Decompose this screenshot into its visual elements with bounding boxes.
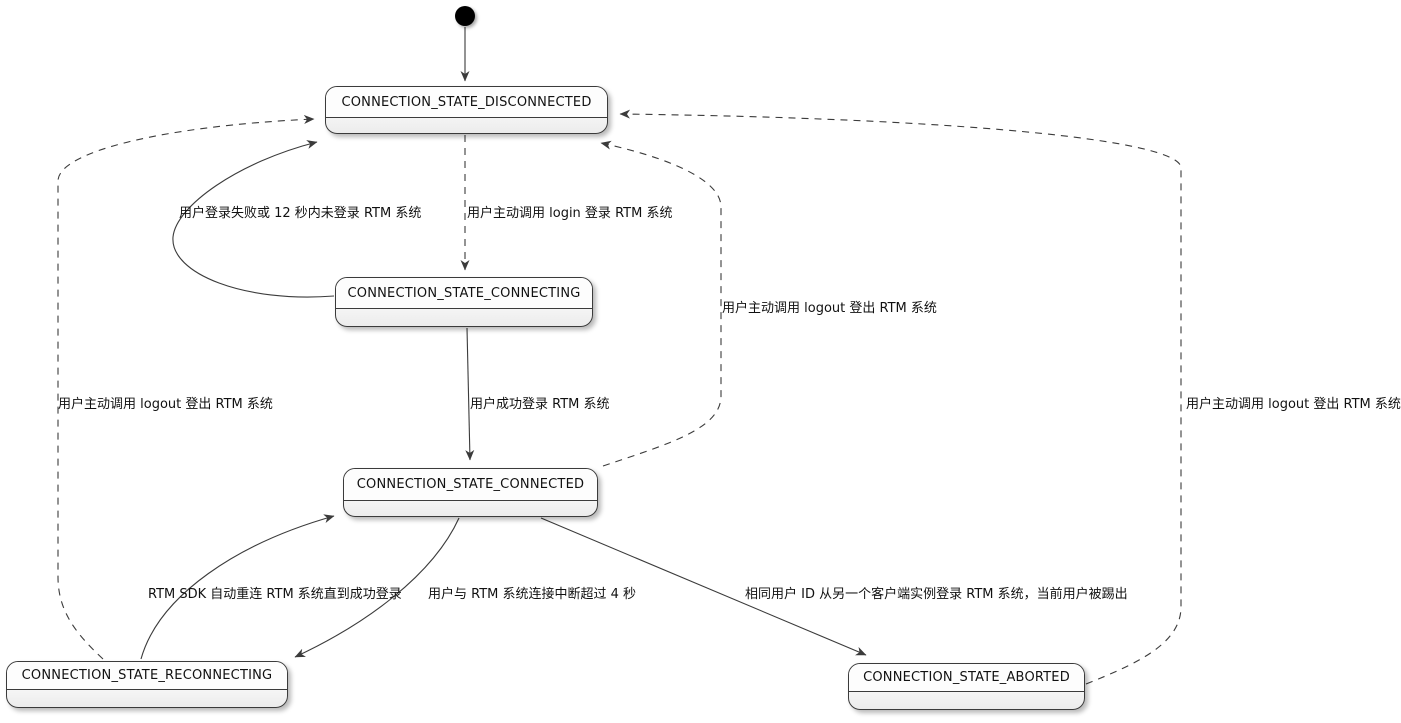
transition-aborted-to-disconnected <box>619 109 1182 685</box>
transition-connected-to-disconnected <box>600 140 722 467</box>
state-title: CONNECTION_STATE_CONNECTING <box>336 278 592 309</box>
transition-label-logout-from-reconnecting: 用户主动调用 logout 登出 RTM 系统 <box>58 397 273 412</box>
transition-reconnecting-to-disconnected <box>57 114 315 660</box>
initial-state-dot <box>455 6 475 26</box>
transition-reconnecting-to-connected <box>140 514 335 660</box>
state-connection-state-reconnecting: CONNECTION_STATE_RECONNECTING <box>6 661 288 708</box>
transition-label-kicked-out: 相同用户 ID 从另一个客户端实例登录 RTM 系统，当前用户被踢出 <box>745 587 1128 602</box>
transition-label-logout-from-aborted: 用户主动调用 logout 登出 RTM 系统 <box>1186 397 1401 412</box>
transition-connecting-to-connected <box>465 327 475 461</box>
transition-label-login-success: 用户成功登录 RTM 系统 <box>470 397 610 412</box>
state-title: CONNECTION_STATE_ABORTED <box>849 664 1084 692</box>
transition-label-login-fail: 用户登录失败或 12 秒内未登录 RTM 系统 <box>179 206 422 221</box>
state-connection-state-connecting: CONNECTION_STATE_CONNECTING <box>335 277 593 327</box>
transition-connecting-to-disconnected <box>172 140 335 298</box>
transition-connected-to-reconnecting <box>294 517 460 658</box>
state-title: CONNECTION_STATE_RECONNECTING <box>7 662 287 690</box>
transition-label-connection-interrupted: 用户与 RTM 系统连接中断超过 4 秒 <box>428 587 637 602</box>
transition-label-logout-from-connected: 用户主动调用 logout 登出 RTM 系统 <box>722 301 937 316</box>
state-connection-state-disconnected: CONNECTION_STATE_DISCONNECTED <box>325 86 608 134</box>
state-title: CONNECTION_STATE_DISCONNECTED <box>326 87 607 118</box>
transition-label-login: 用户主动调用 login 登录 RTM 系统 <box>467 206 673 221</box>
state-connection-state-aborted: CONNECTION_STATE_ABORTED <box>848 663 1085 710</box>
state-connection-state-connected: CONNECTION_STATE_CONNECTED <box>343 468 598 517</box>
transition-connected-to-aborted <box>540 517 867 656</box>
transition-label-sdk-auto-reconnect: RTM SDK 自动重连 RTM 系统直到成功登录 <box>148 587 402 602</box>
state-title: CONNECTION_STATE_CONNECTED <box>344 469 597 501</box>
